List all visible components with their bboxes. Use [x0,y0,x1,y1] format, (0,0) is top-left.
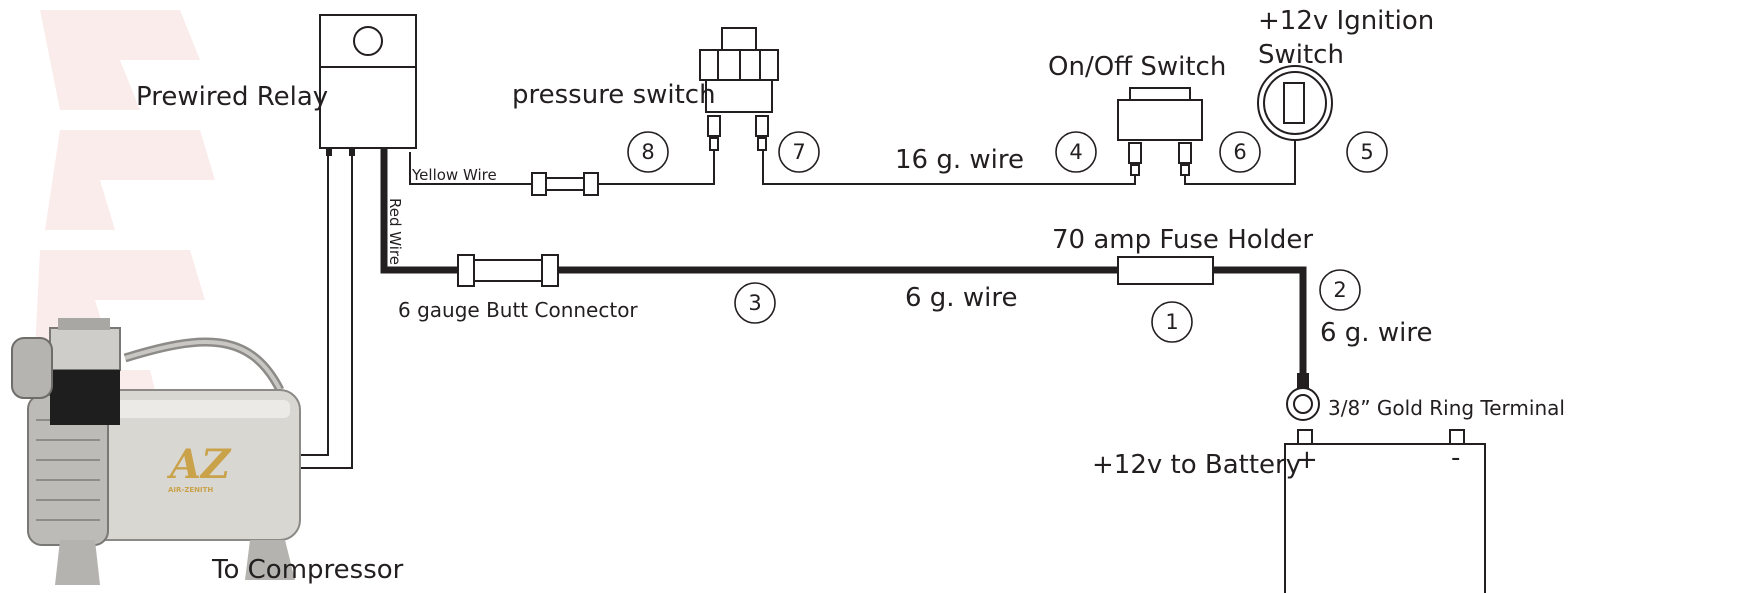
thin-wires [295,140,1296,469]
compressor-label: To Compressor [211,555,404,585]
svg-text:6: 6 [1233,140,1246,164]
red-wire-label: Red Wire [386,198,404,265]
compressor: AZ AIR-ZENITH [11,318,301,585]
butt-connector [457,254,559,287]
callout-3: 3 [734,282,776,324]
svg-text:5: 5 [1360,140,1373,164]
compressor-logo-text: AZ [166,441,232,488]
ring-terminal [1286,373,1320,421]
battery-plus-sign: + [1296,445,1318,475]
butt-connector-label: 6 gauge Butt Connector [398,298,638,322]
svg-text:2: 2 [1333,278,1346,302]
svg-text:4: 4 [1069,140,1082,164]
inline-fuse [531,172,599,196]
ignition-label-line2: Switch [1258,40,1344,70]
callout-8: 8 [627,131,669,173]
battery-label: +12v to Battery [1092,450,1301,480]
wire-16g-label: 16 g. wire [895,145,1024,175]
fuse-holder-label: 70 amp Fuse Holder [1052,225,1313,255]
callout-4: 4 [1055,131,1097,173]
relay-label: Prewired Relay [136,82,328,112]
callout-5: 5 [1346,131,1388,173]
ignition-label-line1: +12v Ignition [1258,6,1434,36]
thick-wires [380,148,1307,373]
on-off-switch [1117,87,1203,176]
fuse-holder [1117,256,1214,285]
callout-2: 2 [1319,269,1361,311]
svg-text:1: 1 [1165,310,1178,334]
svg-text:7: 7 [792,140,805,164]
battery-minus-sign: - [1451,443,1460,473]
yellow-wire-label: Yellow Wire [411,166,497,184]
compressor-logo-subtext: AIR-ZENITH [168,486,213,494]
ignition-switch [1257,65,1333,141]
prewired-relay [319,14,417,156]
svg-text:3: 3 [748,291,761,315]
pressure-switch-label: pressure switch [512,80,716,110]
pressure-switch [699,27,779,151]
callout-1: 1 [1151,301,1193,343]
svg-text:8: 8 [641,140,654,164]
ring-terminal-label: 3/8” Gold Ring Terminal [1328,396,1565,420]
on-off-switch-label: On/Off Switch [1048,52,1226,82]
battery [1284,429,1486,593]
callout-7: 7 [778,131,820,173]
wire-6g-battery-label: 6 g. wire [1320,318,1432,348]
callout-6: 6 [1219,131,1261,173]
wire-6g-main-label: 6 g. wire [905,283,1017,313]
